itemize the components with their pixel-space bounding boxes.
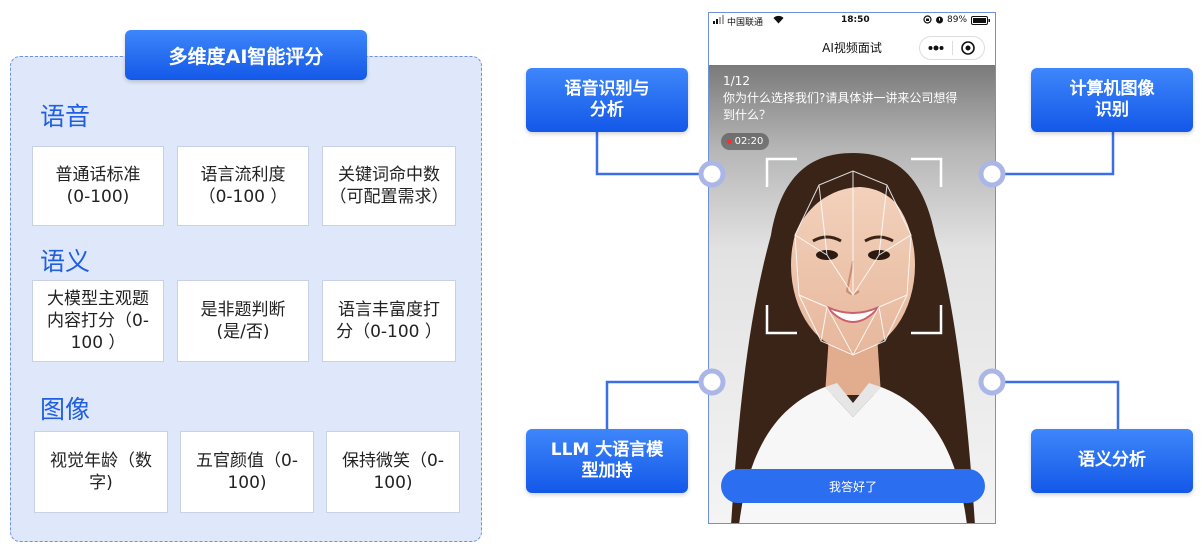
- phone-mockup: 中国联通 18:50 89% AI视频面试: [708, 12, 996, 524]
- battery-icon: [971, 16, 991, 28]
- metric-keyword-hits: 关键词命中数 （可配置需求）: [322, 146, 456, 226]
- feature-label: LLM 大语言模 型加持: [550, 439, 664, 481]
- category-heading-image: 图像: [40, 395, 91, 424]
- metric-label: 语言流利度 （0-100 ）: [198, 164, 288, 207]
- feature-speech-recognition: 语音识别与 分析: [526, 68, 688, 132]
- feature-semantic-analysis: 语义分析: [1031, 429, 1193, 493]
- lock-rotation-icon: [923, 15, 932, 27]
- feature-llm: LLM 大语言模 型加持: [526, 429, 688, 493]
- feature-label: 语音识别与 分析: [564, 78, 650, 120]
- metric-label: 大模型主观题 内容打分（0- 100 ）: [47, 288, 149, 354]
- metric-putonghua-standard: 普通话标准 (0-100): [32, 146, 164, 226]
- metric-fluency: 语言流利度 （0-100 ）: [177, 146, 309, 226]
- recording-timer: 02:20: [721, 133, 769, 150]
- question-text: 1/12 你为什么选择我们?请具体讲一讲来公司想得 到什么？: [723, 73, 985, 124]
- wifi-icon: [773, 15, 784, 27]
- connector-llm: [605, 380, 700, 430]
- more-dots-icon[interactable]: [920, 45, 952, 51]
- metric-llm-subjective-score: 大模型主观题 内容打分（0- 100 ）: [32, 280, 164, 362]
- feature-label: 计算机图像 识别: [1069, 78, 1155, 120]
- metric-label: 保持微笑（0- 100): [342, 450, 444, 493]
- connector-semantic: [1004, 380, 1120, 430]
- answer-done-button[interactable]: 我答好了: [721, 469, 985, 503]
- recording-dot-icon: [726, 139, 732, 144]
- alarm-icon: [935, 15, 944, 27]
- connector-vision: [1004, 132, 1115, 176]
- metric-keep-smiling: 保持微笑（0- 100): [326, 431, 460, 513]
- category-heading-speech: 语音: [40, 102, 91, 131]
- record-target-icon[interactable]: [953, 41, 984, 55]
- category-heading-semantic: 语义: [40, 247, 91, 276]
- connector-speech: [595, 132, 700, 176]
- nav-title: AI视频面试: [822, 40, 882, 55]
- feature-label: 语义分析: [1078, 450, 1146, 471]
- signal-icon: [713, 15, 725, 27]
- status-bar: 中国联通 18:50 89%: [709, 13, 995, 29]
- feature-computer-vision: 计算机图像 识别: [1031, 68, 1193, 132]
- capsule-divider: [952, 41, 953, 55]
- nav-capsule: [919, 36, 985, 60]
- nav-bar: AI视频面试: [709, 30, 995, 64]
- video-preview: 1/12 你为什么选择我们?请具体讲一讲来公司想得 到什么？ 02:20 我答好了: [709, 65, 995, 523]
- metric-label: 语言丰富度打 分（0-100 ）: [336, 299, 442, 342]
- panel-title: 多维度AI智能评分: [125, 30, 367, 80]
- metric-label: 关键词命中数 （可配置需求）: [329, 164, 449, 207]
- metric-label: 是非题判断 (是/否): [200, 299, 286, 342]
- timer-value: 02:20: [734, 136, 764, 147]
- metric-visual-age: 视觉年龄（数 字): [34, 431, 168, 513]
- question-progress: 1/12: [723, 74, 750, 88]
- battery-percent: 89%: [947, 15, 968, 25]
- question-body: 你为什么选择我们?请具体讲一讲来公司想得 到什么？: [723, 91, 958, 122]
- metric-yes-no-judgement: 是非题判断 (是/否): [177, 280, 309, 362]
- interviewee-illustration: [731, 153, 975, 523]
- carrier-label: 中国联通: [727, 18, 764, 28]
- metric-label: 视觉年龄（数 字): [50, 450, 152, 493]
- metric-label: 普通话标准 (0-100): [55, 164, 141, 207]
- clock-time: 18:50: [841, 15, 870, 25]
- metric-facial-attractiveness: 五官颜值（0- 100): [180, 431, 314, 513]
- metric-language-richness: 语言丰富度打 分（0-100 ）: [322, 280, 456, 362]
- metric-label: 五官颜值（0- 100): [196, 450, 298, 493]
